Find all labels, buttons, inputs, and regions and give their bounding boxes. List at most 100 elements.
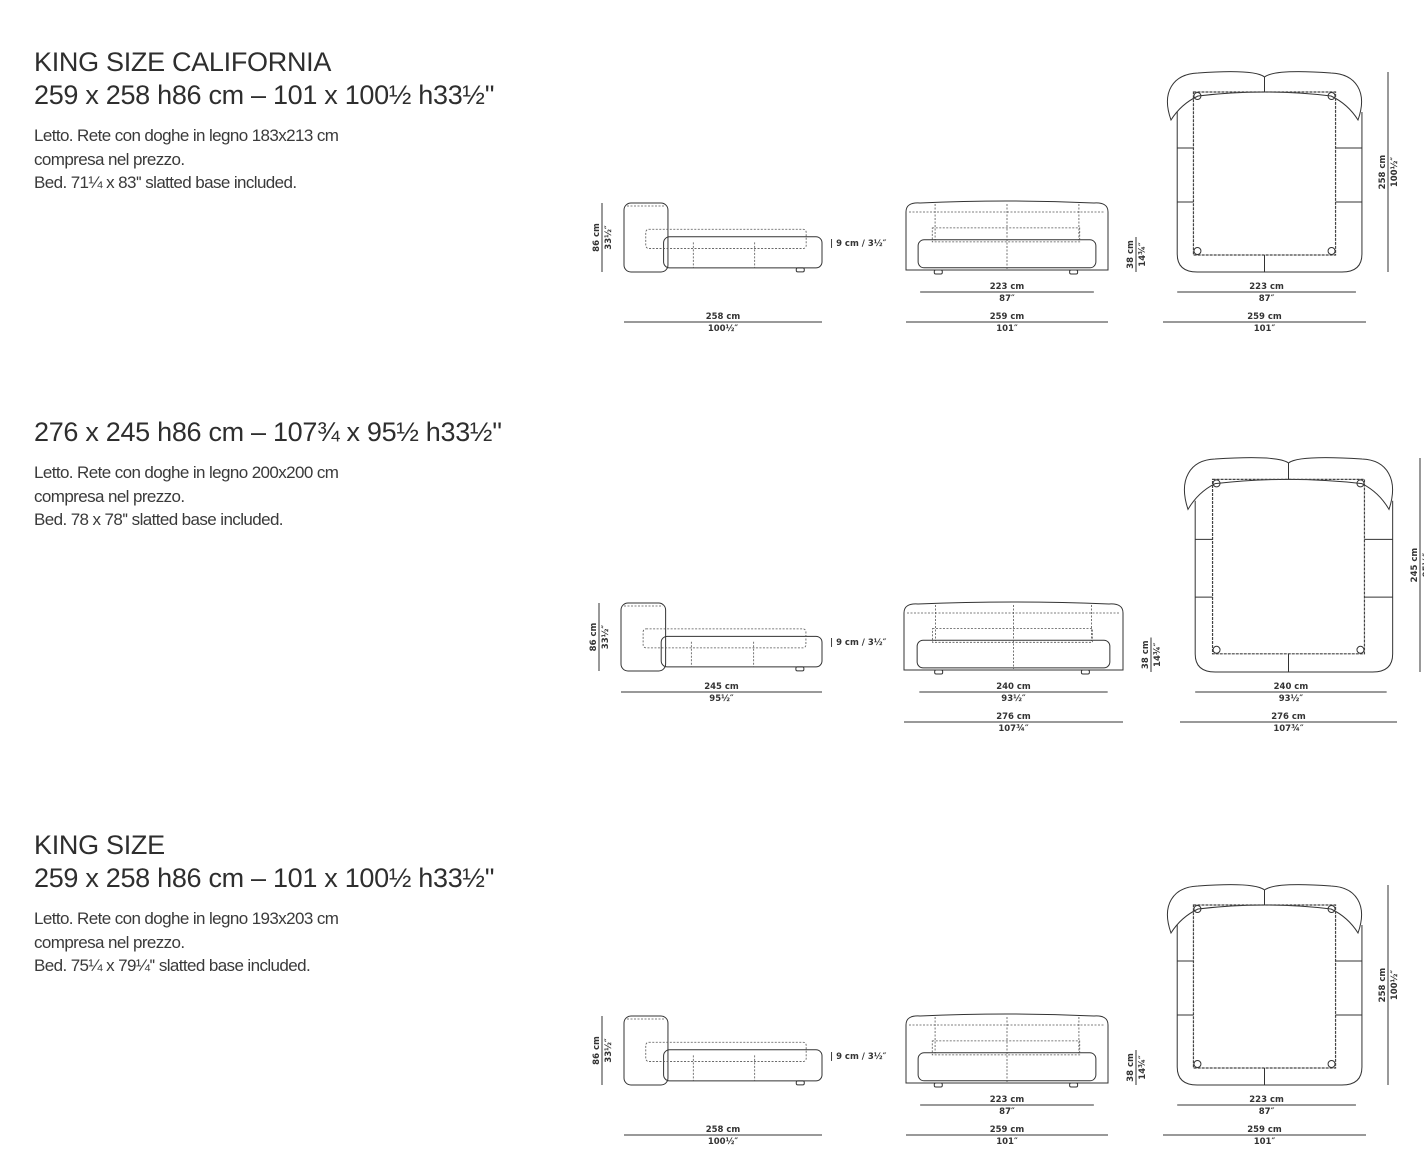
section-king-size: KING SIZE 259 x 258 h86 cm – 101 x 100½ … (34, 829, 495, 978)
description-line: Letto. Rete con doghe in legno 200x200 c… (34, 463, 339, 482)
dimension-label: 95½″ (709, 693, 734, 704)
pillow (932, 628, 1093, 643)
dimension-label: 240 cm (1274, 682, 1309, 692)
dimension-label: 100½″ (708, 323, 739, 334)
leg-marker (1327, 1060, 1336, 1068)
dimension-label: 100½″ (1389, 970, 1400, 1001)
pillow (931, 1040, 1081, 1056)
dimension-label: 107¾″ (1273, 724, 1304, 734)
dimension-label: 87″ (999, 1107, 1015, 1117)
overall-dimensions: 259 x 258 h86 cm – 101 x 100½ h33½'' (34, 80, 495, 110)
dimension-label: 33½″ (603, 225, 614, 250)
dimension-label: 245 cm (1410, 548, 1420, 583)
overall-dimensions: 259 x 258 h86 cm – 101 x 100½ h33½'' (34, 863, 495, 893)
foot (1080, 669, 1090, 675)
description-line: compresa nel prezzo. (34, 932, 185, 952)
dimension-label: 87″ (1259, 294, 1275, 304)
foot (795, 1080, 805, 1086)
dimension-label: 240 cm (996, 682, 1031, 692)
slatted-base (1192, 904, 1337, 1069)
type-title: KING SIZE (34, 830, 165, 860)
dimension-label: 258 cm (1378, 155, 1388, 190)
foot (933, 1082, 943, 1088)
bed-platform (663, 236, 823, 269)
pillow (645, 228, 807, 249)
dimension-label: 33½″ (603, 1038, 614, 1063)
bed-frame (905, 1013, 1109, 1084)
overall-dimensions: 276 x 245 h86 cm – 107¾ x 95½ h33½'' (34, 417, 502, 447)
description-line: compresa nel prezzo. (34, 149, 185, 169)
slatted-base (1211, 478, 1366, 655)
dimension-label: 14¾″ (1138, 242, 1148, 267)
leg-marker (1193, 92, 1202, 100)
dimension-label: 276 cm (996, 712, 1031, 722)
dimension-label: 245 cm (704, 682, 739, 692)
bed-body (1176, 925, 1363, 1086)
foot (795, 666, 805, 672)
dimension-label: 86 cm (589, 623, 599, 652)
description-line: Bed. 75¼ x 79¼'' slatted base included. (34, 956, 311, 975)
dimension-label: 258 cm (706, 1125, 741, 1135)
dimension-label: 87″ (1259, 1107, 1275, 1117)
dimension-label: 101″ (996, 1137, 1018, 1147)
leg-marker (1193, 1060, 1202, 1068)
headboard (1166, 71, 1363, 122)
foot (934, 669, 944, 675)
foot (795, 267, 805, 273)
bed-body (1176, 112, 1363, 273)
dimension-label: | 9 cm / 3½″ (830, 238, 887, 249)
dimension-label: 38 cm (1126, 1053, 1136, 1082)
dimension-label: 38 cm (1141, 640, 1151, 669)
dimension-label: 100½″ (708, 1136, 739, 1147)
dimension-label: 223 cm (1249, 282, 1284, 292)
description-line: Letto. Rete con doghe in legno 193x203 c… (34, 909, 339, 928)
description: Letto. Rete con doghe in legno 200x200 c… (34, 461, 502, 532)
leg-marker (1212, 479, 1221, 488)
leg-marker (1356, 645, 1365, 654)
dimension-label: 38 cm (1126, 240, 1136, 269)
bed-platform (663, 1049, 823, 1082)
dimension-label: 259 cm (1247, 312, 1282, 322)
leg-marker (1327, 905, 1336, 913)
headboard (623, 202, 669, 273)
dimension-label: 258 cm (1378, 968, 1388, 1003)
description: Letto. Rete con doghe in legno 183x213 c… (34, 124, 494, 195)
dimension-label: | 9 cm / 3½″ (830, 1051, 887, 1062)
dimension-label: 258 cm (706, 312, 741, 322)
dimension-label: 223 cm (1249, 1095, 1284, 1105)
dimension-label: 86 cm (592, 223, 602, 252)
dimension-label: 259 cm (990, 1125, 1025, 1135)
headboard (1166, 884, 1363, 935)
bed-frame (903, 601, 1124, 671)
dimension-label: 223 cm (990, 282, 1025, 292)
dimension-label: 101″ (996, 324, 1018, 334)
dimension-label: 276 cm (1271, 712, 1306, 722)
dimension-label: 101″ (1254, 324, 1276, 334)
type-title: KING SIZE CALIFORNIA (34, 47, 332, 77)
headboard (623, 1015, 669, 1086)
dimension-label: 259 cm (1247, 1125, 1282, 1135)
foot (1069, 269, 1079, 275)
bed-frame (905, 200, 1109, 271)
leg-marker (1193, 247, 1202, 255)
dimension-label: 107¾″ (998, 724, 1029, 734)
dimension-label: 93½″ (1001, 693, 1026, 704)
leg-marker (1356, 479, 1365, 488)
dimension-label: 33½″ (600, 625, 611, 650)
description-line: Letto. Rete con doghe in legno 183x213 c… (34, 126, 339, 145)
description-line: Bed. 71¼ x 83'' slatted base included. (34, 173, 297, 192)
dimension-label: 259 cm (990, 312, 1025, 322)
foot (933, 269, 943, 275)
bed-platform (660, 635, 823, 668)
foot (1069, 1082, 1079, 1088)
